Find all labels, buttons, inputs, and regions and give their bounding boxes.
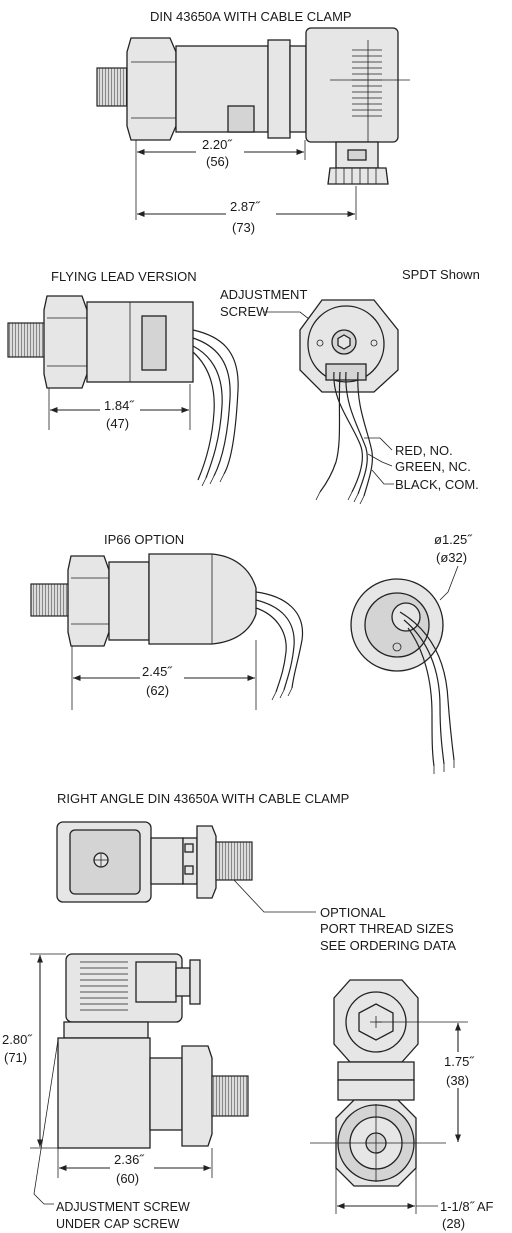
ra-len-dim-mm: (60) bbox=[116, 1171, 139, 1186]
flying-wires bbox=[192, 329, 239, 487]
flying-thread bbox=[7, 322, 47, 358]
ra-175-dim-mm: (38) bbox=[446, 1073, 469, 1088]
adj-cap-label-1: ADJUSTMENT SCREW bbox=[56, 1200, 190, 1214]
ip66-view: IP66 OPTION 2.45˝ (62) ø1.25˝ (ø32) bbox=[30, 532, 473, 774]
ra-top-thread bbox=[215, 841, 253, 881]
ra-af-dim: 1-1/8˝ AF bbox=[440, 1199, 494, 1214]
adjustment-label-1: ADJUSTMENT bbox=[220, 287, 307, 302]
ip66-dia: ø1.25˝ bbox=[434, 532, 473, 547]
din-view: DIN 43650A WITH CABLE CLAMP bbox=[96, 9, 410, 235]
ip66-dia-mm: (ø32) bbox=[436, 550, 467, 565]
ra-af-dim-mm: (28) bbox=[442, 1216, 465, 1231]
flying-dim: 1.84˝ bbox=[104, 398, 135, 413]
flying-title: FLYING LEAD VERSION bbox=[51, 269, 197, 284]
din-title: DIN 43650A WITH CABLE CLAMP bbox=[150, 9, 352, 24]
spdt-note: SPDT Shown bbox=[402, 267, 480, 282]
adj-cap-label-2: UNDER CAP SCREW bbox=[56, 1217, 180, 1231]
ip66-dim: 2.45˝ bbox=[142, 664, 173, 679]
ra-175-dim: 1.75˝ bbox=[444, 1054, 475, 1069]
optional-label-2: PORT THREAD SIZES bbox=[320, 921, 454, 936]
adjustment-label-2: SCREW bbox=[220, 304, 269, 319]
flying-hex bbox=[43, 295, 88, 389]
flying-body bbox=[86, 301, 194, 383]
right-angle-title: RIGHT ANGLE DIN 43650A WITH CABLE CLAMP bbox=[57, 791, 349, 806]
optional-label-1: OPTIONAL bbox=[320, 905, 386, 920]
flying-dim-mm: (47) bbox=[106, 416, 129, 431]
ip66-title: IP66 OPTION bbox=[104, 532, 184, 547]
ip66-body bbox=[108, 561, 150, 641]
din-dim-b-mm: (73) bbox=[232, 220, 255, 235]
flying-lead-view: FLYING LEAD VERSION SPDT Shown 1.84˝ (47… bbox=[7, 267, 480, 505]
din-dim-a: 2.20˝ bbox=[202, 137, 233, 152]
ra-side-body bbox=[57, 1037, 151, 1149]
ra-height-dim: 2.80˝ bbox=[2, 1032, 33, 1047]
din-connector bbox=[305, 27, 399, 143]
ip66-boot bbox=[148, 553, 257, 645]
wire-green-label: GREEN, NC. bbox=[395, 459, 471, 474]
ip66-end-wires bbox=[399, 611, 455, 774]
wire-black-label: BLACK, COM. bbox=[395, 477, 479, 492]
ip66-wires bbox=[255, 591, 304, 701]
ra-height-dim-mm: (71) bbox=[4, 1050, 27, 1065]
din-dim-a-mm: (56) bbox=[206, 154, 229, 169]
din-dim-b: 2.87˝ bbox=[230, 199, 261, 214]
ip66-hex bbox=[67, 555, 110, 647]
end-view-wires bbox=[315, 371, 373, 505]
ra-len-dim: 2.36˝ bbox=[114, 1152, 145, 1167]
ra-side-thread bbox=[211, 1075, 249, 1117]
optional-label-3: SEE ORDERING DATA bbox=[320, 938, 456, 953]
din-hex bbox=[126, 37, 177, 141]
ip66-thread bbox=[30, 583, 70, 617]
ip66-dim-mm: (62) bbox=[146, 683, 169, 698]
right-angle-view: RIGHT ANGLE DIN 43650A WITH CABLE CLAMP … bbox=[2, 791, 494, 1231]
wire-red-label: RED, NO. bbox=[395, 443, 453, 458]
